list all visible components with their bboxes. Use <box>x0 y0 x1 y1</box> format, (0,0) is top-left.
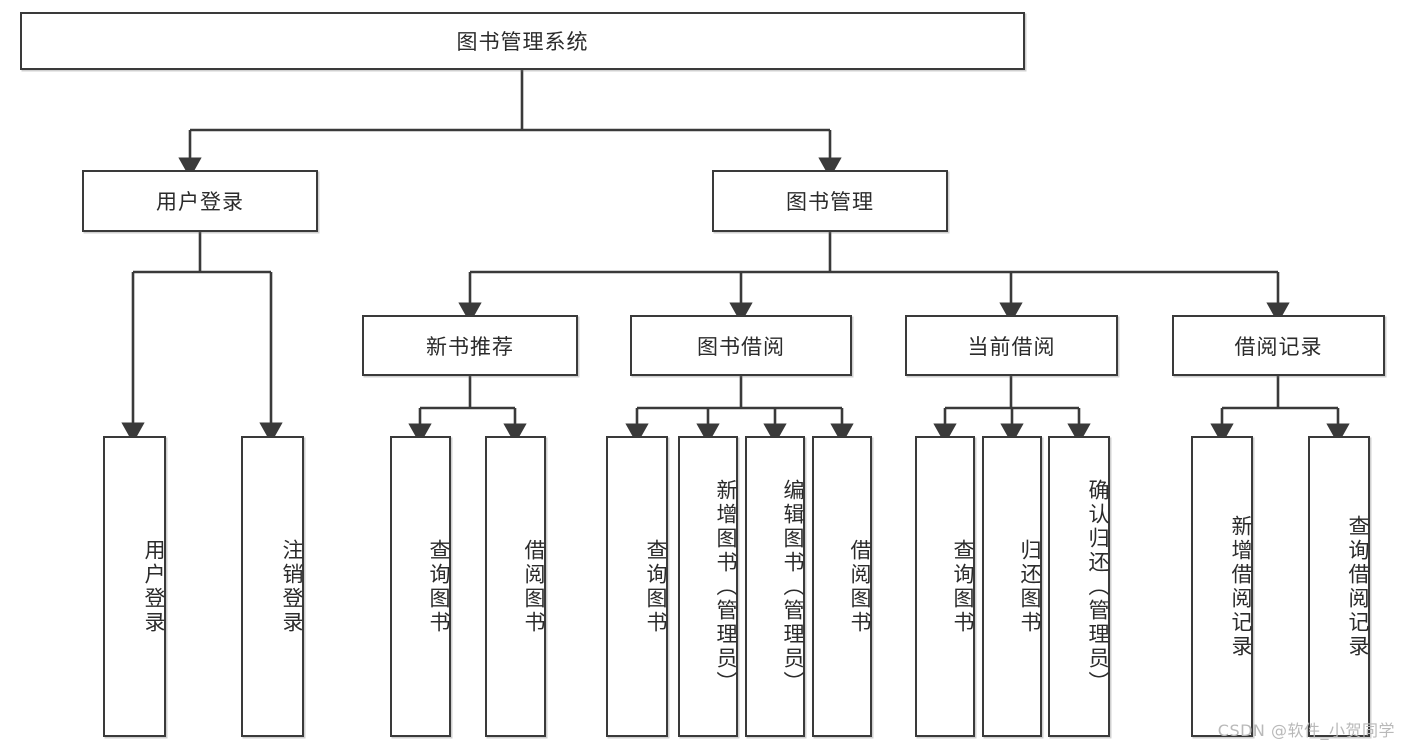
node-user-login-label: 用户登录 <box>156 190 244 214</box>
node-current-borrow[interactable]: 当前借阅 <box>905 315 1118 376</box>
leaf-borrow-book-1-label: 借阅图书 <box>522 538 546 635</box>
leaf-query-book-1-label: 查询图书 <box>427 538 451 635</box>
node-borrow-record-label: 借阅记录 <box>1234 334 1323 359</box>
leaf-query-record[interactable]: 查询借阅记录 <box>1308 436 1370 737</box>
leaf-query-book-3[interactable]: 查询图书 <box>915 436 975 737</box>
leaf-add-book-label: 新增图书（管理员） <box>714 478 738 695</box>
node-book-manage[interactable]: 图书管理 <box>712 170 948 232</box>
node-book-manage-label: 图书管理 <box>786 190 874 214</box>
node-root[interactable]: 图书管理系统 <box>20 12 1025 70</box>
leaf-confirm-return[interactable]: 确认归还（管理员） <box>1048 436 1110 737</box>
node-root-label: 图书管理系统 <box>456 30 589 54</box>
leaf-logout[interactable]: 注销登录 <box>241 436 304 737</box>
leaf-logout-label: 注销登录 <box>280 538 304 635</box>
node-borrow-record[interactable]: 借阅记录 <box>1172 315 1385 376</box>
node-book-borrow-label: 图书借阅 <box>697 334 785 359</box>
leaf-add-record-label: 新增借阅记录 <box>1229 514 1253 659</box>
node-current-borrow-label: 当前借阅 <box>967 334 1056 359</box>
leaf-query-book-3-label: 查询图书 <box>951 538 975 635</box>
leaf-query-book-2[interactable]: 查询图书 <box>606 436 668 737</box>
leaf-user-login[interactable]: 用户登录 <box>103 436 166 737</box>
node-new-book-rec[interactable]: 新书推荐 <box>362 315 578 376</box>
leaf-borrow-book-2[interactable]: 借阅图书 <box>812 436 872 737</box>
leaf-query-record-label: 查询借阅记录 <box>1346 514 1370 659</box>
leaf-edit-book-label: 编辑图书（管理员） <box>781 478 805 695</box>
leaf-user-login-label: 用户登录 <box>142 538 166 635</box>
leaf-query-book-2-label: 查询图书 <box>644 538 668 635</box>
leaf-query-book-1[interactable]: 查询图书 <box>390 436 451 737</box>
leaf-add-record[interactable]: 新增借阅记录 <box>1191 436 1253 737</box>
node-new-book-rec-label: 新书推荐 <box>426 334 514 359</box>
leaf-borrow-book-1[interactable]: 借阅图书 <box>485 436 546 737</box>
watermark: CSDN @软件_小贺同学 <box>1217 721 1395 740</box>
leaf-borrow-book-2-label: 借阅图书 <box>848 538 872 635</box>
node-book-borrow[interactable]: 图书借阅 <box>630 315 852 376</box>
leaf-add-book[interactable]: 新增图书（管理员） <box>678 436 738 737</box>
leaf-return-book-label: 归还图书 <box>1018 538 1042 635</box>
node-user-login[interactable]: 用户登录 <box>82 170 318 232</box>
leaf-confirm-return-label: 确认归还（管理员） <box>1086 478 1110 695</box>
leaf-edit-book[interactable]: 编辑图书（管理员） <box>745 436 805 737</box>
leaf-return-book[interactable]: 归还图书 <box>982 436 1042 737</box>
